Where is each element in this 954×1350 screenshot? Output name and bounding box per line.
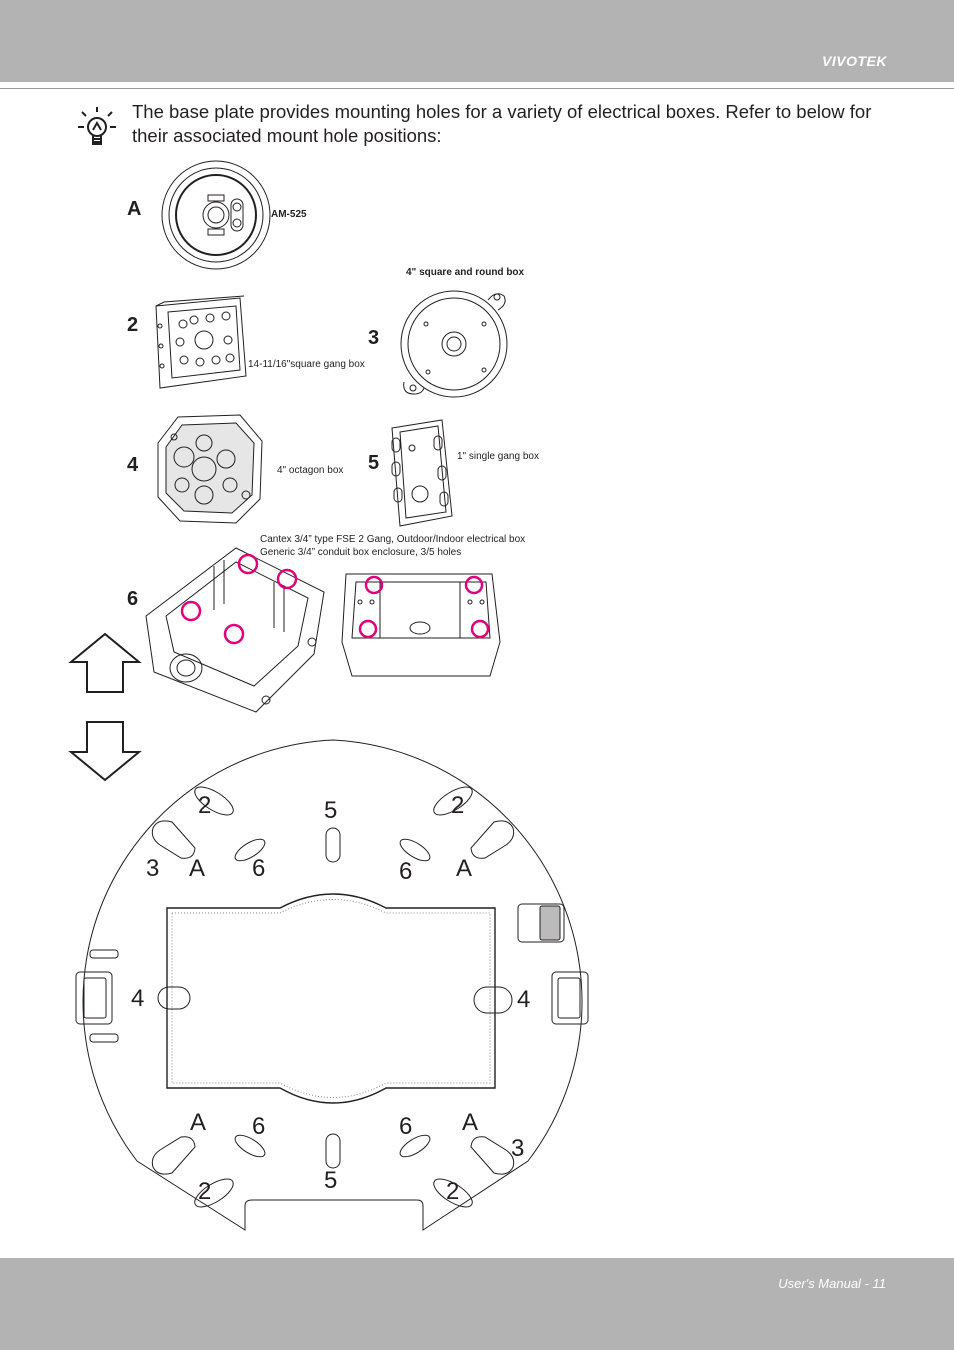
square-gang-box-illustration (155, 295, 247, 389)
am525-illustration (161, 160, 271, 270)
plate-label-6-left: 6 (252, 855, 266, 882)
box-5-label: 5 (368, 452, 380, 474)
box-2-caption: 14-11/16"square gang box (248, 359, 365, 370)
plate-label-a-right: A (456, 855, 473, 882)
plate-label-a-bottom-right: A (462, 1109, 479, 1136)
header-rule (0, 88, 954, 89)
box-5-caption: 1" single gang box (457, 451, 539, 462)
plate-label-3-left: 3 (146, 855, 160, 882)
plate-label-6-bottom-left: 6 (252, 1113, 266, 1140)
box-6-caption-line1: Cantex 3/4” type FSE 2 Gang, Outdoor/Ind… (260, 534, 526, 545)
box-6-caption-line2: Generic 3/4” conduit box enclosure, 3/5 … (260, 547, 462, 558)
plate-label-a-left: A (189, 855, 206, 882)
octagon-box-illustration (157, 414, 263, 524)
note-text: The base plate provides mounting holes f… (132, 101, 872, 146)
plate-label-3-right: 3 (511, 1135, 525, 1162)
box-a-label: A (127, 198, 142, 220)
box-4-label: 4 (127, 454, 139, 476)
base-plate-diagram (75, 739, 589, 1231)
plate-label-6-right: 6 (399, 858, 413, 885)
plate-label-2-top-left: 2 (198, 792, 212, 819)
arrow-up-icon (68, 632, 142, 693)
plate-label-2-bottom-right: 2 (446, 1178, 460, 1205)
plate-label-2-bottom-left: 2 (198, 1178, 212, 1205)
round-box-illustration (400, 290, 508, 398)
plate-label-2-top-right: 2 (451, 792, 465, 819)
enclosure-box-illustration (341, 573, 501, 677)
box-3-caption: 4" square and round box (406, 267, 525, 278)
single-gang-box-illustration (391, 419, 453, 527)
arrow-down-icon (68, 721, 142, 782)
box-4-caption: 4" octagon box (277, 465, 344, 476)
box-a-caption: AM-525 (271, 209, 307, 220)
plate-label-4-left: 4 (131, 985, 145, 1012)
lightbulb-icon (78, 107, 116, 145)
plate-label-a-bottom-left: A (190, 1109, 207, 1136)
brand-name: VIVOTEK (822, 53, 887, 69)
plate-label-5-top: 5 (324, 797, 338, 824)
box-6-label: 6 (127, 588, 139, 610)
plate-label-4-right: 4 (517, 986, 531, 1013)
box-3-label: 3 (368, 327, 380, 349)
footer-band (0, 1258, 954, 1350)
plate-label-5-bottom: 5 (324, 1167, 338, 1194)
header-band (0, 0, 954, 82)
box-2-label: 2 (127, 314, 139, 336)
page-number: User's Manual - 11 (778, 1276, 886, 1291)
cantex-box-illustration (145, 547, 325, 713)
plate-label-6-bottom-right: 6 (399, 1113, 413, 1140)
